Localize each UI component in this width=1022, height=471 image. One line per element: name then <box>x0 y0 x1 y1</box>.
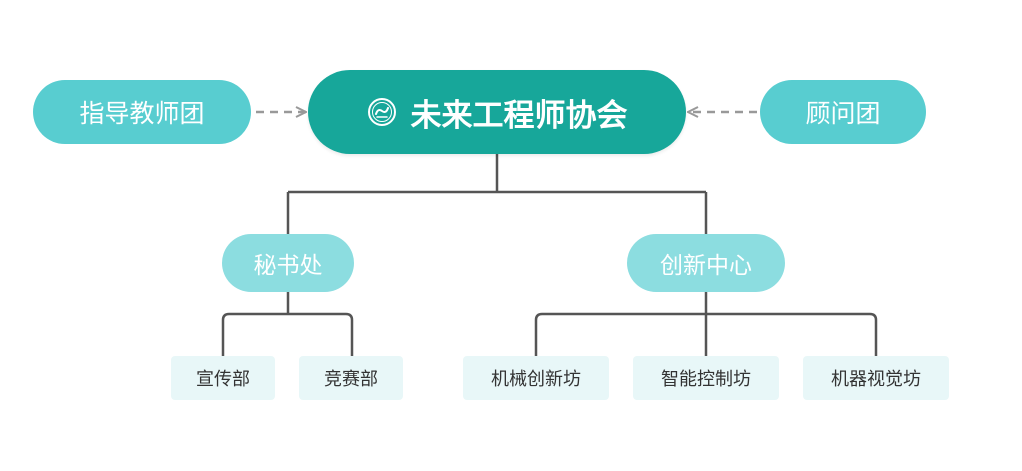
sub-department-node: 机械创新坊 <box>463 356 609 400</box>
sub-department-node: 机器视觉坊 <box>803 356 949 400</box>
advisor-node-consultants: 顾问团 <box>760 80 926 144</box>
advisor-node-teachers: 指导教师团 <box>33 80 251 144</box>
sub-department-label: 智能控制坊 <box>661 369 751 390</box>
sub-department-node: 竞赛部 <box>299 356 403 400</box>
innovation-children-connector <box>534 292 878 356</box>
advisor-label: 顾问团 <box>805 99 881 128</box>
department-label: 秘书处 <box>253 253 323 279</box>
sub-department-label: 机械创新坊 <box>491 369 581 390</box>
association-logo-icon <box>367 98 396 126</box>
sub-department-node: 智能控制坊 <box>633 356 779 400</box>
sub-department-node: 宣传部 <box>171 356 275 400</box>
department-node-secretary: 秘书处 <box>222 234 354 292</box>
advisor-label: 指导教师团 <box>79 99 205 128</box>
department-label: 创新中心 <box>660 253 752 279</box>
root-to-departments-connector <box>286 154 708 234</box>
root-node: 未来工程师协会 <box>308 70 686 154</box>
secretary-children-connector <box>221 292 354 356</box>
root-label: 未来工程师协会 <box>410 97 628 134</box>
sub-department-label: 机器视觉坊 <box>831 369 921 390</box>
sub-department-label: 竞赛部 <box>324 369 378 390</box>
sub-department-label: 宣传部 <box>196 369 250 390</box>
department-node-innovation: 创新中心 <box>627 234 785 292</box>
